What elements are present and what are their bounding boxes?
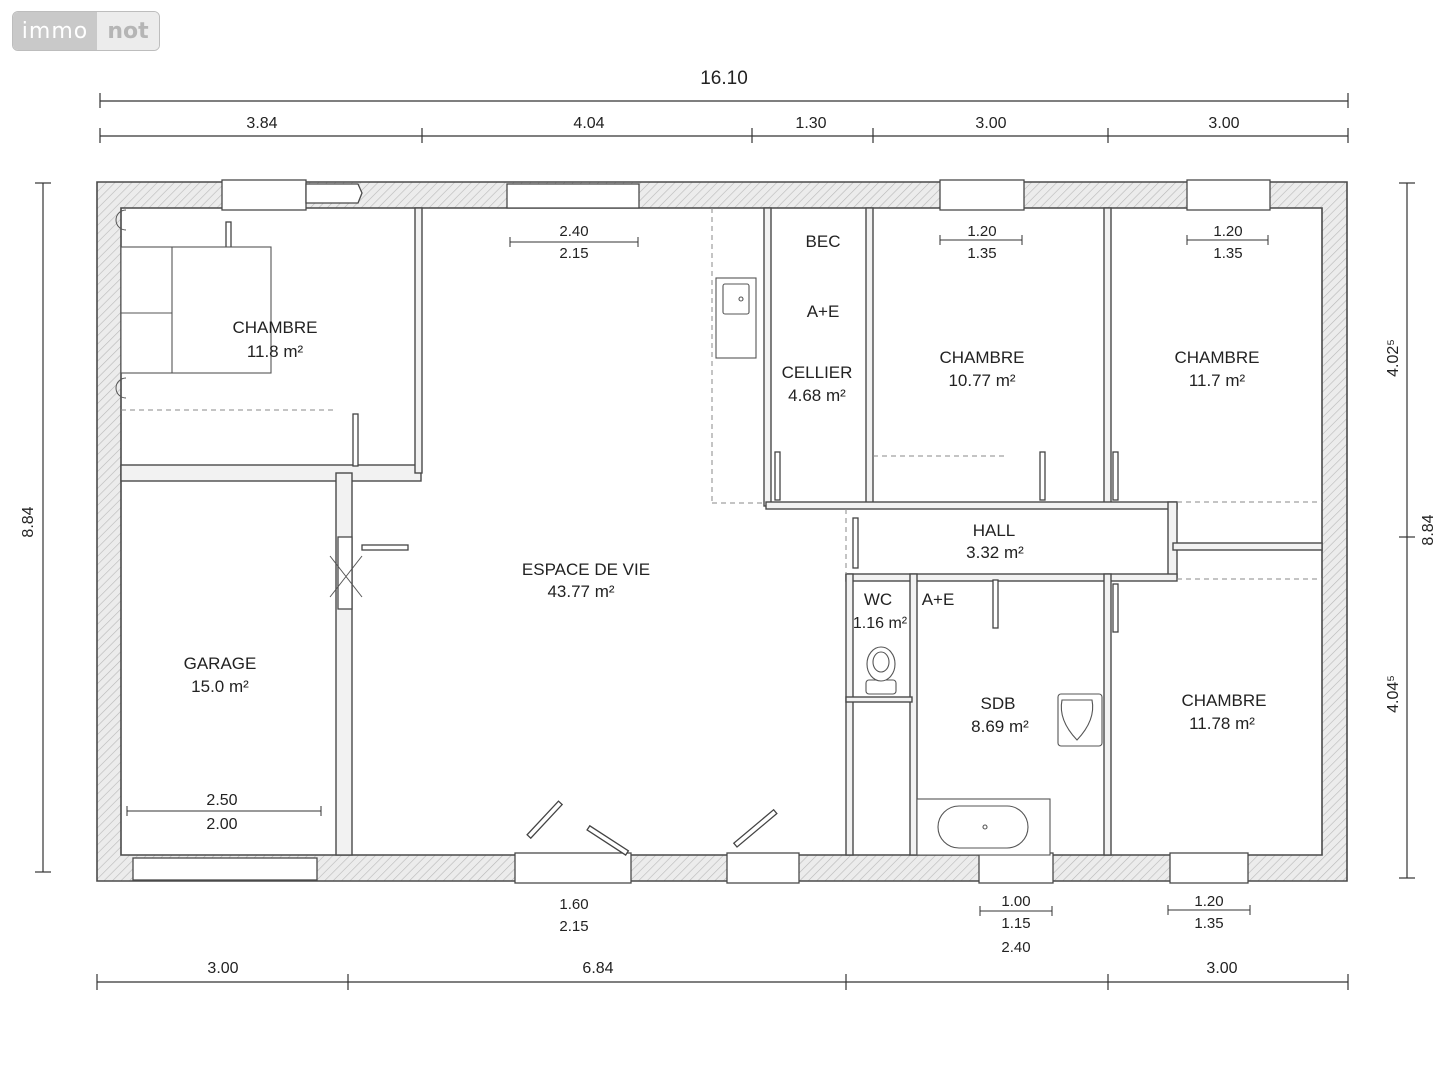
dim-top-seg-5: 3.00	[1208, 115, 1239, 132]
room-garage-area: 15.0 m²	[191, 677, 249, 696]
dim-top-total: 16.10	[700, 68, 748, 89]
dimension-lines	[35, 93, 1415, 990]
room-cellier-bec: BEC	[806, 232, 841, 251]
room-cellier-ae: A+E	[807, 302, 840, 321]
chambre-se-window-width: 1.20	[1194, 893, 1223, 910]
room-sdb-name: SDB	[981, 694, 1016, 713]
garage-door-width: 2.50	[206, 792, 237, 809]
sdb-window-extra: 2.40	[1001, 939, 1030, 956]
living-bottom-width: 1.60	[559, 896, 588, 913]
windows	[132, 179, 1271, 884]
toilet	[865, 679, 897, 695]
door-swings	[115, 209, 363, 598]
room-hall-name: HALL	[973, 521, 1016, 540]
dim-top-seg-4: 3.00	[975, 115, 1006, 132]
chambre-n2-window-height: 1.35	[967, 245, 996, 262]
dim-bottom-seg-3: 3.00	[1206, 960, 1237, 977]
dim-top-seg-3: 1.30	[795, 115, 826, 132]
room-chambre-n2-name: CHAMBRE	[939, 348, 1024, 367]
chambre-se-window-height: 1.35	[1194, 915, 1223, 932]
room-hall-area: 3.32 m²	[966, 543, 1024, 562]
room-chambre-nw-name: CHAMBRE	[232, 318, 317, 337]
opening-markers	[126, 235, 1269, 916]
dim-left-total: 8.84	[20, 506, 37, 537]
dim-right-upper: 4.02⁵	[1385, 339, 1402, 377]
dim-bottom-seg-1: 3.00	[207, 960, 238, 977]
sdb-window-height: 1.15	[1001, 915, 1030, 932]
living-top-width: 2.40	[559, 223, 588, 240]
sdb-window-width: 1.00	[1001, 893, 1030, 910]
dim-bottom-seg-2: 6.84	[582, 960, 613, 977]
room-cellier-name: CELLIER	[782, 363, 853, 382]
dim-right-total: 8.84	[1420, 514, 1437, 545]
bed	[120, 246, 272, 374]
room-chambre-ne-name: CHAMBRE	[1174, 348, 1259, 367]
chambre-ne-window-width: 1.20	[1213, 223, 1242, 240]
watermark-part1: immo	[13, 12, 97, 50]
room-garage-name: GARAGE	[184, 654, 257, 673]
exterior-wall	[96, 181, 1348, 882]
chambre-ne-window-height: 1.35	[1213, 245, 1242, 262]
watermark-logo: immo not	[12, 11, 160, 51]
room-espace-de-vie-name: ESPACE DE VIE	[522, 560, 650, 579]
interior-walls	[120, 207, 1323, 856]
living-top-height: 2.15	[559, 245, 588, 262]
room-chambre-se-area: 11.78 m²	[1189, 714, 1255, 733]
dashed-lines	[121, 208, 1322, 580]
chambre-n2-window-width: 1.20	[967, 223, 996, 240]
room-sdb-area: 8.69 m²	[971, 717, 1029, 736]
watermark-part2: not	[97, 12, 159, 50]
dim-right-lower: 4.04⁵	[1385, 675, 1402, 713]
room-chambre-se-name: CHAMBRE	[1181, 691, 1266, 710]
room-cellier-area: 4.68 m²	[788, 386, 846, 405]
room-sdb-ae: A+E	[922, 590, 955, 609]
dim-top-seg-1: 3.84	[246, 115, 277, 132]
room-wc-name: WC	[864, 590, 892, 609]
room-wc-area: 1.16 m²	[853, 615, 908, 632]
garage-door-height: 2.00	[206, 816, 237, 833]
furniture	[120, 246, 1103, 856]
door-leaves	[225, 221, 1119, 856]
dim-top-seg-2: 4.04	[573, 115, 604, 132]
living-bottom-height: 2.15	[559, 918, 588, 935]
room-chambre-ne-area: 11.7 m²	[1189, 371, 1246, 390]
room-chambre-nw-area: 11.8 m²	[247, 342, 304, 361]
room-espace-de-vie-area: 43.77 m²	[547, 582, 614, 601]
room-chambre-n2-area: 10.77 m²	[948, 371, 1015, 390]
